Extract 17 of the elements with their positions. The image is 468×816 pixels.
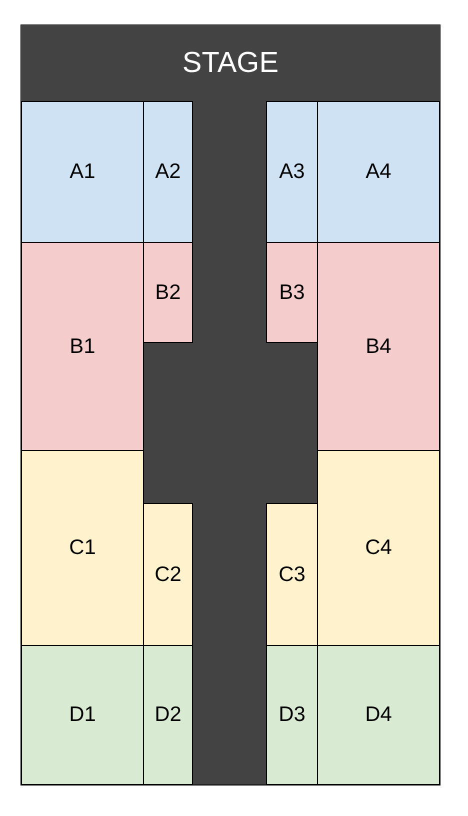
seating-section: C3 xyxy=(266,503,318,646)
seating-section: A2 xyxy=(143,101,193,243)
seating-section: B3 xyxy=(266,242,318,343)
seating-section: D3 xyxy=(266,645,318,785)
seating-section: B4 xyxy=(317,242,440,451)
seating-section: B2 xyxy=(143,242,193,343)
seating-section: C2 xyxy=(143,503,193,646)
seating-section: D2 xyxy=(143,645,193,785)
seating-section: B1 xyxy=(21,242,144,451)
seating-section: A4 xyxy=(317,101,440,243)
seating-section: A3 xyxy=(266,101,318,243)
seating-section: D1 xyxy=(21,645,144,785)
seating-section: D4 xyxy=(317,645,440,785)
stage: STAGE xyxy=(21,25,440,102)
seating-section: A1 xyxy=(21,101,144,243)
seating-section: C4 xyxy=(317,450,440,646)
seating-section: C1 xyxy=(21,450,144,646)
